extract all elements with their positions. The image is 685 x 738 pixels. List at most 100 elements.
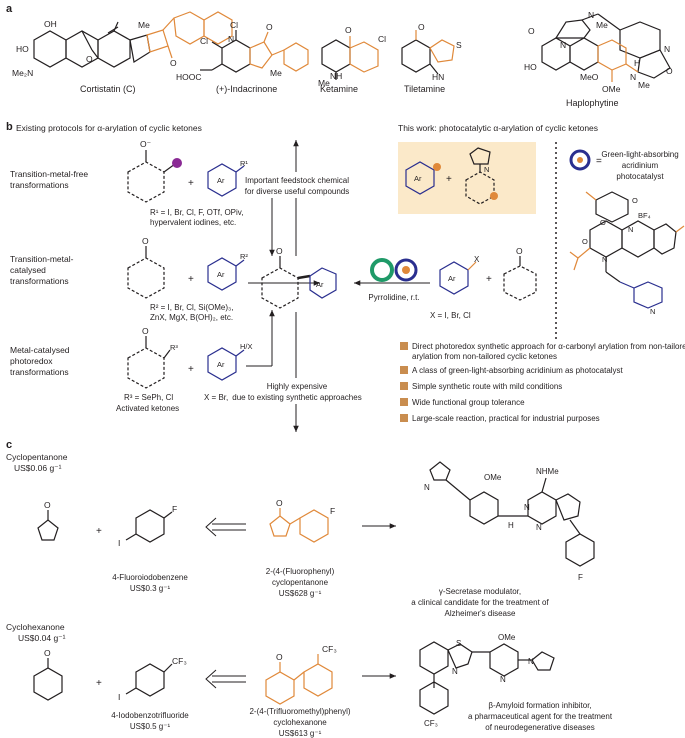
- indacrinone-cl1: Cl: [230, 20, 238, 30]
- svg-text:γ-Secretase modulator,: γ-Secretase modulator,: [439, 587, 521, 596]
- svg-text:X = Br, Cl: X = Br, Cl: [204, 393, 238, 402]
- svg-text:Alzheimer's disease: Alzheimer's disease: [445, 609, 516, 618]
- svg-text:Ar: Ar: [217, 270, 225, 279]
- ketamine-structure: O Cl NH Me Ketamine: [318, 25, 386, 94]
- svg-text:+: +: [486, 274, 492, 285]
- cortistatin-n: N: [228, 34, 234, 44]
- svg-text:photoredox: photoredox: [10, 356, 53, 366]
- svg-text:N: N: [500, 675, 506, 684]
- tiletamine-structure: O S HN Tiletamine: [401, 22, 462, 94]
- svg-text:O: O: [142, 326, 149, 336]
- haplophytine-ome1: MeO: [580, 72, 599, 82]
- svg-text:Transition-metal-: Transition-metal-: [10, 254, 74, 264]
- tiletamine-hn: HN: [432, 72, 444, 82]
- indacrinone-o: O: [266, 22, 273, 32]
- feedstock-line2: for diverse useful compounds: [245, 187, 350, 196]
- svg-text:O: O: [516, 246, 523, 256]
- features-list: Direct photoredox synthetic approach for…: [400, 342, 685, 423]
- haplophytine-n4: N: [630, 72, 636, 82]
- svg-text:O: O: [632, 196, 638, 205]
- svg-text:N: N: [602, 255, 607, 264]
- svg-text:F: F: [172, 504, 177, 514]
- svg-text:N: N: [452, 667, 458, 676]
- ketamine-cl: Cl: [378, 34, 386, 44]
- route-metal-catalysed-photoredox: Metal-catalysed photoredox transformatio…: [10, 326, 253, 413]
- svg-text:R¹ = I, Br, Cl, F, OTf, OPiv,: R¹ = I, Br, Cl, F, OTf, OPiv,: [150, 208, 243, 217]
- svg-text:Activated ketones: Activated ketones: [116, 404, 179, 413]
- svg-text:BF₄: BF₄: [638, 211, 651, 220]
- feature-3: Simple synthetic route with mild conditi…: [412, 382, 562, 391]
- svg-text:transformations: transformations: [10, 276, 69, 286]
- svg-text:Ar: Ar: [316, 280, 324, 289]
- svg-text:+: +: [188, 274, 194, 285]
- indacrinone-me: Me: [270, 68, 282, 78]
- feature-4: Wide functional group tolerance: [412, 398, 525, 407]
- svg-text:2-(4-(Trifluoromethyl)phenyl): 2-(4-(Trifluoromethyl)phenyl): [249, 707, 350, 716]
- panel-c-row-2: Cyclohexanone US$0.04 g⁻¹ O + I CF₃ 4-Io…: [6, 622, 613, 738]
- cortistatin-structure: OH HO Me₂N O Me N O Cortistatin (C): [12, 11, 234, 94]
- feature-1-wrap: arylation from non-tailored cyclic keton…: [412, 352, 557, 361]
- svg-text:+: +: [96, 678, 102, 689]
- svg-text:N: N: [528, 657, 534, 666]
- svg-text:N: N: [536, 523, 542, 532]
- cortistatin-name: Cortistatin (C): [80, 84, 136, 94]
- svg-text:=: =: [596, 156, 602, 167]
- svg-text:R¹: R¹: [240, 159, 248, 168]
- svg-text:Ar: Ar: [217, 176, 225, 185]
- svg-text:Cyclopentanone: Cyclopentanone: [6, 452, 68, 462]
- ketamine-o: O: [345, 25, 352, 35]
- svg-text:cyclopentanone: cyclopentanone: [272, 578, 329, 587]
- enolate-dot: [172, 158, 182, 168]
- feature-2: A class of green-light-absorbing acridin…: [412, 366, 624, 375]
- existing-protocols-title: Existing protocols for α-arylation of cy…: [16, 123, 202, 133]
- catalyst-definition: = Green-light-absorbing acridinium photo…: [569, 149, 679, 181]
- route-transition-metal-catalysed: Transition-metal- catalysed transformati…: [10, 236, 248, 322]
- panel-b-label: b: [6, 121, 13, 133]
- indacrinone-acid: HOOC: [176, 72, 202, 82]
- svg-text:+: +: [188, 364, 194, 375]
- tiletamine-name: Tiletamine: [404, 84, 445, 94]
- svg-text:2-(4-(Fluorophenyl): 2-(4-(Fluorophenyl): [266, 567, 335, 576]
- svg-text:catalysed: catalysed: [10, 265, 46, 275]
- haplophytine-o2: O: [666, 66, 673, 76]
- feature-5: Large-scale reaction, practical for indu…: [412, 414, 600, 423]
- svg-text:O: O: [276, 498, 283, 508]
- svg-text:4-Iodobenzotrifluoride: 4-Iodobenzotrifluoride: [111, 711, 189, 720]
- svg-text:O: O: [142, 236, 149, 246]
- feedstock-line1: Important feedstock chemical: [245, 176, 349, 185]
- haplophytine-name: Haplophytine: [566, 98, 619, 108]
- route-transition-metal-free: Transition-metal-free transformations O⁻…: [10, 139, 248, 227]
- retro-arrow-2: [205, 669, 246, 689]
- svg-text:Metal-catalysed: Metal-catalysed: [10, 345, 70, 355]
- svg-text:O: O: [582, 237, 588, 246]
- svg-text:N: N: [628, 225, 633, 234]
- svg-text:Ar: Ar: [217, 360, 225, 369]
- panel-a-label: a: [6, 3, 13, 15]
- svg-text:Transition-metal-free: Transition-metal-free: [10, 169, 88, 179]
- indacrinone-cl2: Cl: [200, 36, 208, 46]
- svg-text:CF₃: CF₃: [172, 656, 187, 666]
- feedstock-box: [238, 172, 356, 198]
- svg-text:N: N: [650, 307, 655, 316]
- svg-text:NHMe: NHMe: [536, 467, 559, 476]
- svg-text:photocatalyst: photocatalyst: [616, 172, 664, 181]
- feature-bullet: [400, 342, 408, 350]
- svg-text:of neurodegenerative diseases: of neurodegenerative diseases: [485, 723, 594, 732]
- svg-text:US$0.06 g⁻¹: US$0.06 g⁻¹: [14, 463, 62, 473]
- svg-text:hypervalent iodines, etc.: hypervalent iodines, etc.: [150, 218, 236, 227]
- svg-text:O: O: [600, 218, 606, 227]
- indacrinone-structure: Cl Cl O Me HOOC (+)-Indacrinone: [176, 20, 309, 94]
- svg-text:CF₃: CF₃: [322, 644, 337, 654]
- svg-text:R²: R²: [240, 252, 248, 261]
- haplophytine-n1: N: [588, 10, 594, 20]
- halide-conditions: X = I, Br, Cl: [430, 311, 471, 320]
- expensive-line2: due to existing synthetic approaches: [232, 393, 361, 402]
- acridinium-structure: N O O O BF₄ N N: [569, 191, 685, 316]
- svg-text:transformations: transformations: [10, 180, 69, 190]
- tiletamine-s: S: [456, 40, 462, 50]
- conditions-group: Pyrrolidine, r.t.: [368, 258, 420, 302]
- ketamine-name: Ketamine: [320, 84, 358, 94]
- svg-text:O: O: [276, 246, 283, 256]
- svg-text:N: N: [484, 165, 489, 174]
